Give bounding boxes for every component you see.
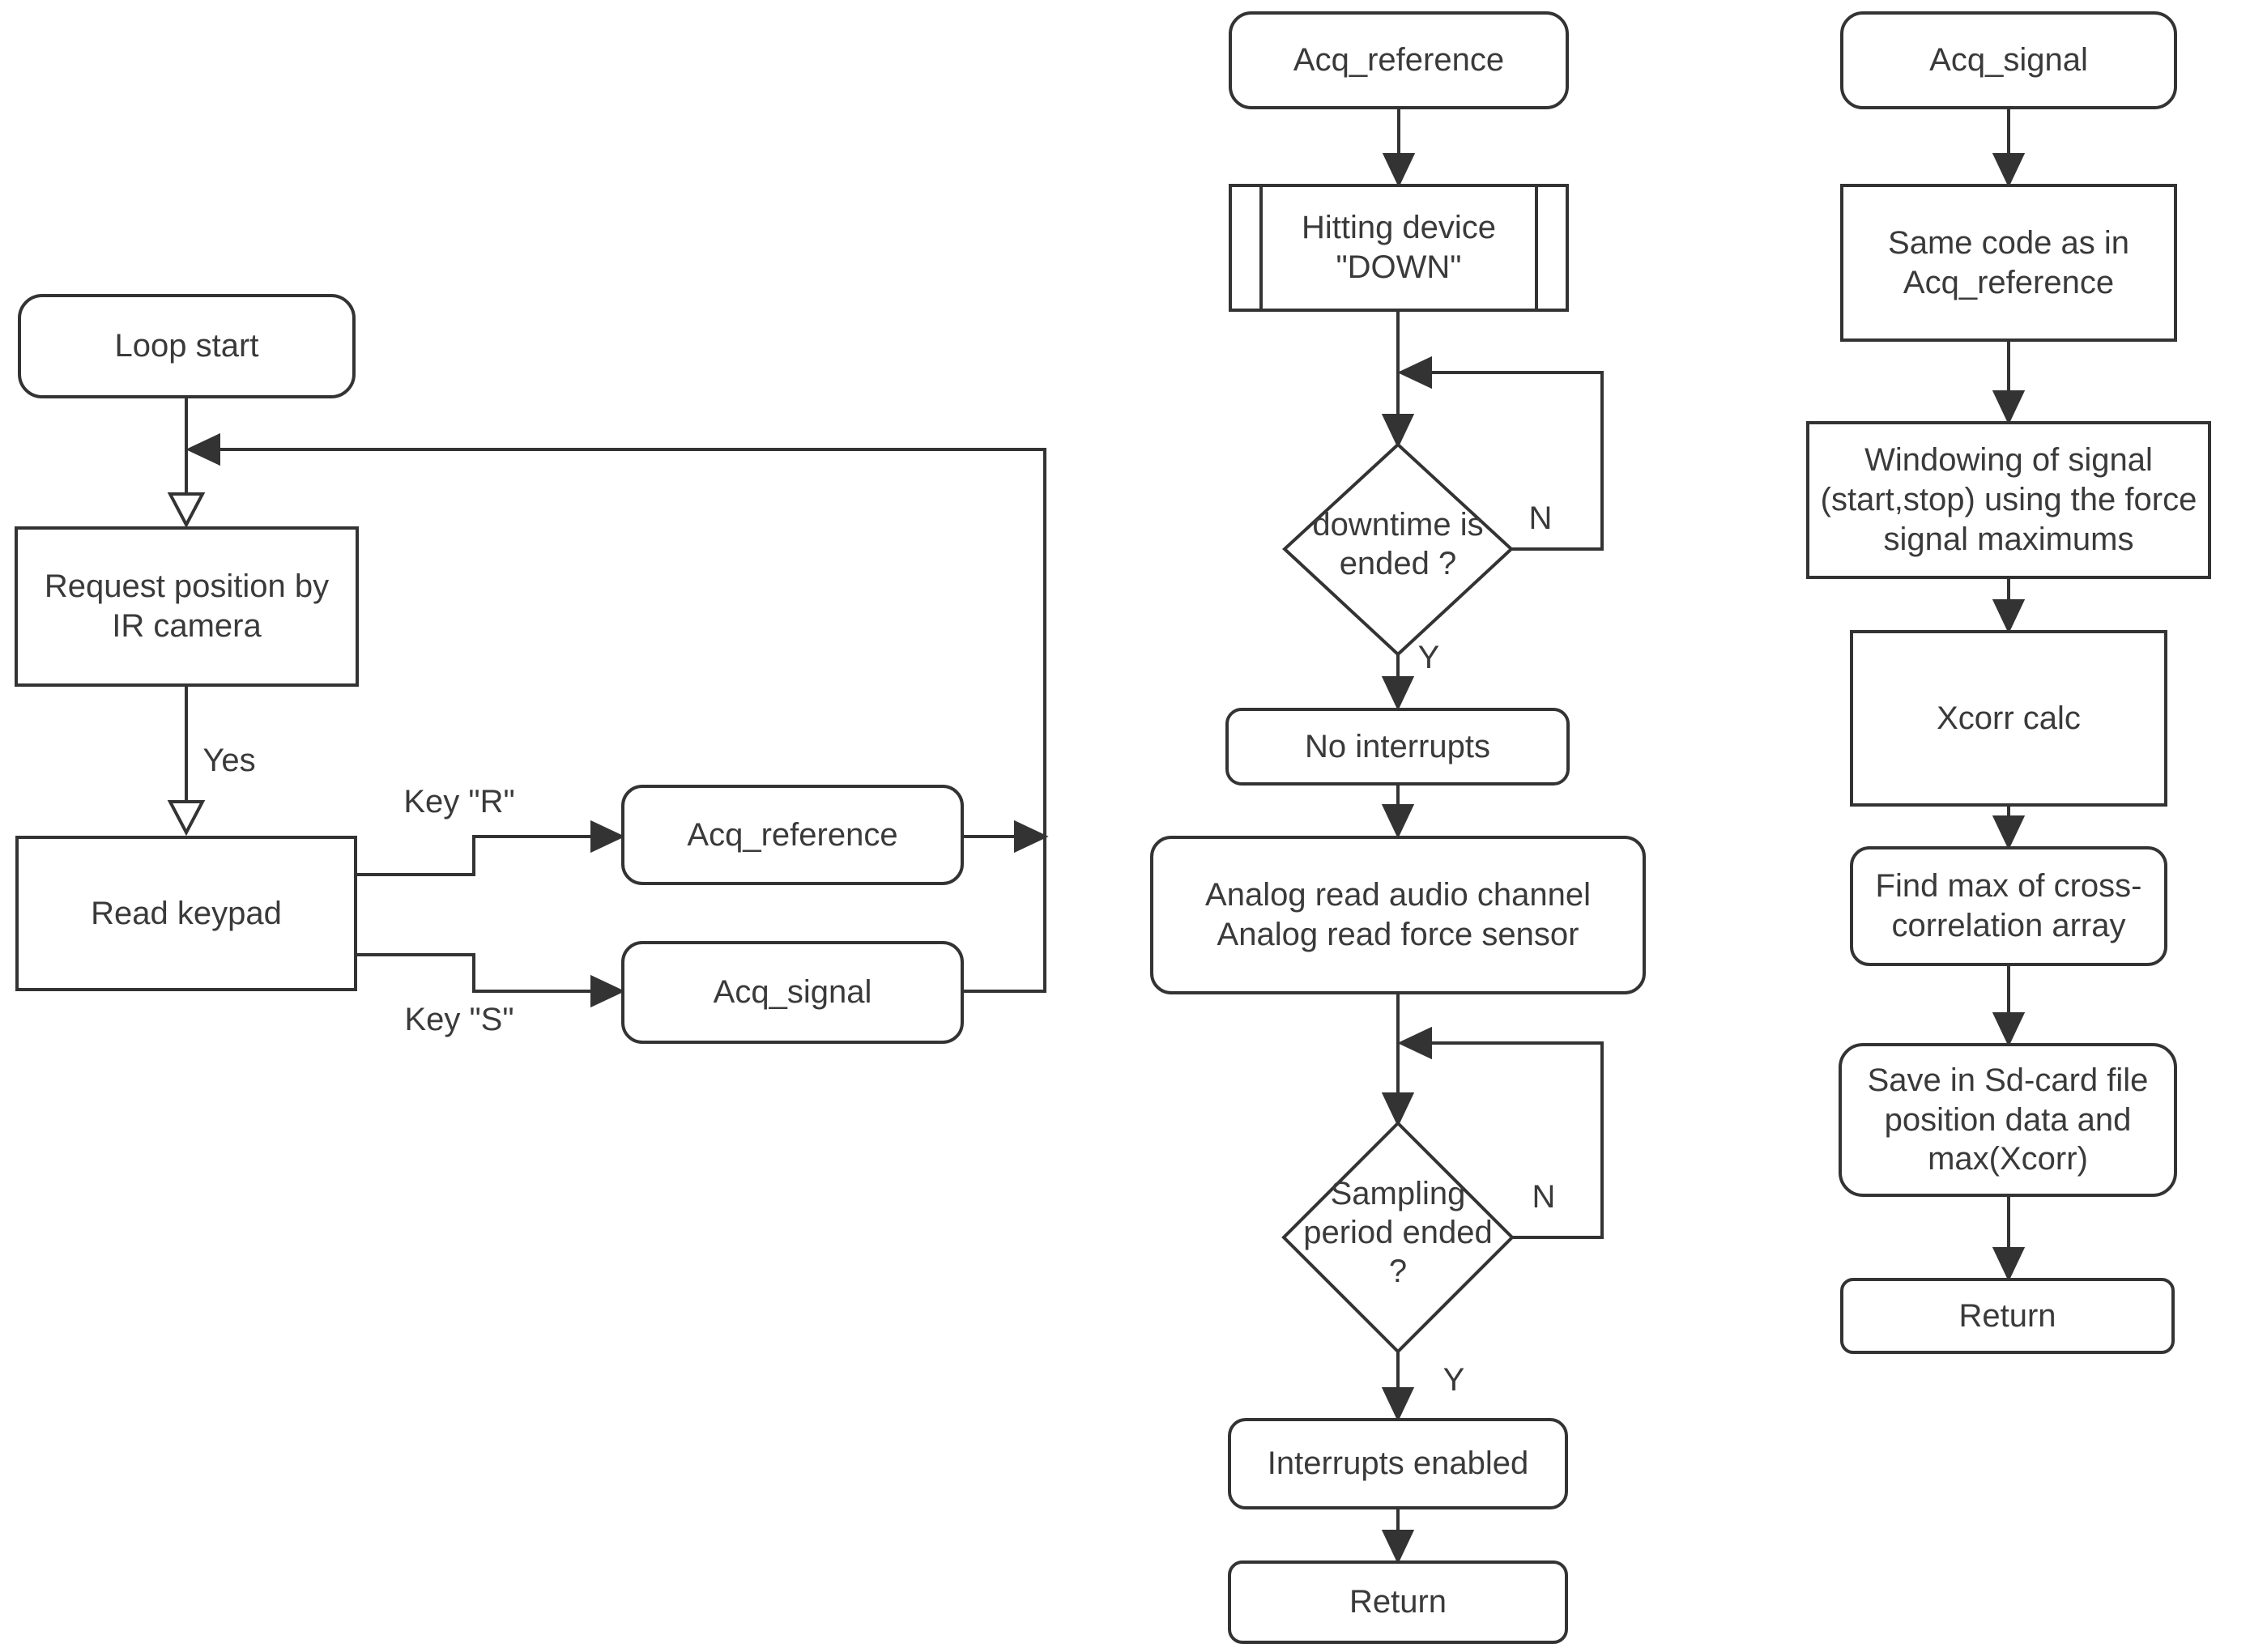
edge-key-r bbox=[357, 835, 592, 876]
arrowhead-return-right-icon bbox=[1992, 1247, 2026, 1282]
edge-label-sampling-yes: Y bbox=[1442, 1362, 1465, 1398]
arrowhead-return-mid-icon bbox=[1381, 1530, 1415, 1565]
find-max-node: Find max of cross- correlation array bbox=[1850, 846, 2167, 966]
same-code-node: Same code as in Acq_reference bbox=[1840, 184, 2177, 342]
edge-label-key-s: Key "S" bbox=[404, 1002, 514, 1037]
edge-label-key-r: Key "R" bbox=[403, 784, 515, 820]
windowing-node: Windowing of signal (start,stop) using t… bbox=[1806, 421, 2211, 579]
acq-signal-start-node: Acq_signal bbox=[1840, 11, 2177, 109]
acq-reference-call-label: Acq_reference bbox=[687, 816, 898, 853]
xcorr-calc-label: Xcorr calc bbox=[1937, 700, 2081, 736]
edge-downtime-no-loop bbox=[1430, 371, 1604, 551]
return-acq-signal-label: Return bbox=[1958, 1297, 2056, 1334]
arrowhead-downtime-no-icon bbox=[1397, 356, 1432, 390]
loop-start-node: Loop start bbox=[18, 294, 356, 398]
acq-reference-start-node: Acq_reference bbox=[1229, 11, 1569, 109]
arrowhead-xcorr-icon bbox=[1992, 599, 2026, 634]
arrowhead-analog-icon bbox=[1381, 804, 1415, 839]
acq-signal-call-node: Acq_signal bbox=[621, 941, 964, 1044]
arrowhead-key-s-icon bbox=[590, 974, 625, 1008]
edge-label-downtime-yes: Y bbox=[1417, 640, 1440, 675]
edge-key-s bbox=[357, 953, 592, 993]
interrupts-enabled-node: Interrupts enabled bbox=[1228, 1418, 1568, 1509]
no-interrupts-label: No interrupts bbox=[1305, 728, 1490, 764]
acq-reference-call-node: Acq_reference bbox=[621, 785, 964, 885]
edge-sampling-no-loop bbox=[1430, 1041, 1604, 1239]
find-max-label: Find max of cross- correlation array bbox=[1875, 868, 2142, 943]
arrowhead-nointerrupts-icon bbox=[1381, 676, 1415, 711]
downtime-decision-label: downtime is ended ? bbox=[1312, 507, 1484, 581]
no-interrupts-node: No interrupts bbox=[1225, 708, 1570, 786]
edge-label-sampling-no: N bbox=[1532, 1179, 1556, 1215]
acq-signal-call-label: Acq_signal bbox=[713, 974, 872, 1011]
arrowhead-key-r-icon bbox=[590, 820, 625, 854]
edge-feedback-loop bbox=[219, 448, 1046, 993]
arrowhead-save-icon bbox=[1992, 1012, 2026, 1047]
read-keypad-label: Read keypad bbox=[91, 895, 282, 931]
arrowhead-sampling-no-icon bbox=[1397, 1026, 1432, 1060]
loop-start-label: Loop start bbox=[114, 328, 259, 364]
read-keypad-node: Read keypad bbox=[15, 836, 357, 991]
return-acq-reference-node: Return bbox=[1228, 1560, 1568, 1644]
acq-signal-start-label: Acq_signal bbox=[1929, 42, 2088, 79]
same-code-label: Same code as in Acq_reference bbox=[1888, 224, 2129, 300]
windowing-label: Windowing of signal (start,stop) using t… bbox=[1820, 442, 2197, 557]
hitting-device-node: Hitting device "DOWN" bbox=[1229, 184, 1569, 312]
arrowhead-loopline-icon bbox=[1014, 820, 1049, 854]
arrowhead-sampling-icon bbox=[1381, 1092, 1415, 1127]
edge-label-yes: Yes bbox=[202, 743, 256, 778]
arrowhead-samecode-icon bbox=[1992, 153, 2026, 188]
save-sd-node: Save in Sd-card file position data and m… bbox=[1839, 1043, 2177, 1197]
arrowhead-downtime-icon bbox=[1381, 414, 1415, 449]
analog-read-label: Analog read audio channel Analog read fo… bbox=[1205, 877, 1591, 952]
hitting-device-label: Hitting device "DOWN" bbox=[1301, 210, 1497, 285]
open-arrowhead-readkeypad-icon bbox=[167, 800, 206, 837]
analog-read-node: Analog read audio channel Analog read fo… bbox=[1150, 836, 1646, 994]
return-acq-reference-label: Return bbox=[1349, 1584, 1447, 1620]
arrowhead-interrupts-icon bbox=[1381, 1387, 1415, 1422]
arrowhead-findmax-icon bbox=[1992, 815, 2026, 850]
request-position-label: Request position by IR camera bbox=[44, 568, 330, 644]
save-sd-label: Save in Sd-card file position data and m… bbox=[1867, 1062, 2149, 1177]
arrowhead-feedback-icon bbox=[185, 432, 220, 466]
open-arrowhead-request-icon bbox=[167, 492, 206, 529]
edge-label-downtime-no: N bbox=[1528, 500, 1553, 536]
request-position-node: Request position by IR camera bbox=[15, 526, 359, 687]
interrupts-enabled-label: Interrupts enabled bbox=[1267, 1446, 1529, 1482]
xcorr-calc-node: Xcorr calc bbox=[1850, 630, 2167, 807]
return-acq-signal-node: Return bbox=[1840, 1278, 2175, 1354]
arrowhead-windowing-icon bbox=[1992, 390, 2026, 425]
arrowhead-hitting-icon bbox=[1382, 153, 1416, 188]
sampling-decision-label: Sampling period ended ? bbox=[1303, 1176, 1493, 1289]
acq-reference-start-label: Acq_reference bbox=[1293, 42, 1505, 79]
